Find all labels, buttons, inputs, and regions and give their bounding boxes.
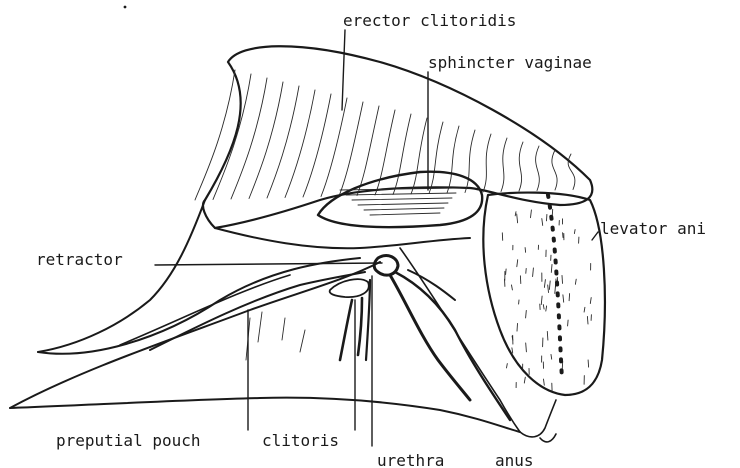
label-retractor: retractor bbox=[36, 250, 123, 269]
levator-ani-muscle bbox=[483, 193, 605, 395]
fibre-stroke bbox=[574, 230, 575, 234]
fibre-stroke bbox=[587, 317, 588, 325]
preputial-pouch bbox=[120, 272, 369, 360]
fibre-stroke bbox=[525, 248, 526, 253]
clitoris-structure bbox=[340, 256, 398, 360]
fibre-stroke bbox=[542, 219, 543, 226]
fibre-stroke bbox=[551, 265, 552, 273]
label-anus: anus bbox=[495, 451, 534, 468]
fibre-stroke bbox=[393, 114, 411, 195]
fibre-stroke bbox=[339, 102, 363, 196]
stray-dot bbox=[124, 6, 127, 9]
fibre-stroke bbox=[584, 307, 585, 312]
fibre-stroke bbox=[515, 212, 516, 216]
fibre-stroke bbox=[536, 146, 540, 191]
fibre-stroke bbox=[249, 82, 283, 199]
fibre-stroke bbox=[231, 78, 267, 199]
fibre-stroke bbox=[411, 118, 427, 194]
fibre-stroke bbox=[346, 193, 456, 195]
fibre-stroke bbox=[352, 198, 452, 200]
label-sphincter-vaginae: sphincter vaginae bbox=[428, 53, 592, 72]
fibre-stroke bbox=[358, 203, 448, 205]
label-preputial-pouch: preputial pouch bbox=[56, 431, 201, 450]
urethra-structure bbox=[390, 270, 556, 442]
fibre-stroke bbox=[555, 284, 556, 293]
fibre-stroke bbox=[375, 110, 395, 195]
fibre-stroke bbox=[548, 285, 549, 293]
fibre-stroke bbox=[588, 360, 589, 367]
fibre-stroke bbox=[507, 364, 508, 368]
fibre-stroke bbox=[568, 320, 569, 326]
fibre-stroke bbox=[547, 332, 548, 341]
fibre-stroke bbox=[526, 310, 527, 318]
label-clitoris: clitoris bbox=[262, 431, 339, 450]
label-urethra: urethra bbox=[377, 451, 444, 468]
fibre-stroke bbox=[517, 260, 518, 267]
fibre-stroke bbox=[447, 126, 459, 193]
fibre-stroke bbox=[541, 296, 542, 304]
leader-lines bbox=[155, 30, 598, 446]
fibre-stroke bbox=[590, 298, 591, 304]
fibre-stroke bbox=[552, 150, 557, 190]
fibre-stroke bbox=[524, 377, 525, 383]
sphincter-vaginae-muscle bbox=[318, 172, 482, 227]
fibre-stroke bbox=[563, 295, 564, 302]
fibre-stroke bbox=[213, 74, 251, 200]
fibre-stroke bbox=[562, 276, 563, 284]
fibre-stroke bbox=[526, 343, 527, 352]
fibre-stroke bbox=[544, 280, 545, 288]
fibre-stroke bbox=[517, 323, 518, 331]
fibre-stroke bbox=[364, 208, 444, 210]
fibre-stroke bbox=[370, 213, 440, 215]
fibre-stroke bbox=[512, 348, 513, 353]
fibre-stroke bbox=[321, 98, 347, 197]
fibre-stroke bbox=[512, 285, 513, 290]
fibre-stroke bbox=[568, 154, 575, 190]
fibre-stroke bbox=[285, 90, 315, 198]
fibre-stroke bbox=[483, 134, 491, 192]
fibre-stroke bbox=[517, 214, 518, 223]
perineal-body-outline bbox=[10, 200, 520, 432]
fibre-stroke bbox=[501, 138, 507, 192]
fibre-stroke bbox=[429, 122, 443, 194]
fibre-stroke bbox=[531, 210, 532, 218]
fibre-stroke bbox=[267, 86, 299, 198]
fibre-stroke bbox=[551, 355, 552, 360]
fibre-stroke bbox=[546, 306, 547, 311]
fibre-stroke bbox=[575, 279, 576, 284]
label-levator-ani: levator ani bbox=[600, 219, 706, 238]
fibre-stroke bbox=[549, 281, 550, 290]
erector-clitoridis-muscle bbox=[195, 46, 592, 228]
fibre-stroke bbox=[543, 305, 544, 310]
fibre-stroke bbox=[519, 142, 523, 191]
label-erector-clitoridis: erector clitoridis bbox=[343, 11, 516, 30]
fibre-stroke bbox=[569, 294, 570, 301]
fibre-stroke bbox=[506, 269, 507, 275]
fibre-stroke bbox=[533, 268, 534, 277]
fibre-stroke bbox=[544, 379, 545, 385]
